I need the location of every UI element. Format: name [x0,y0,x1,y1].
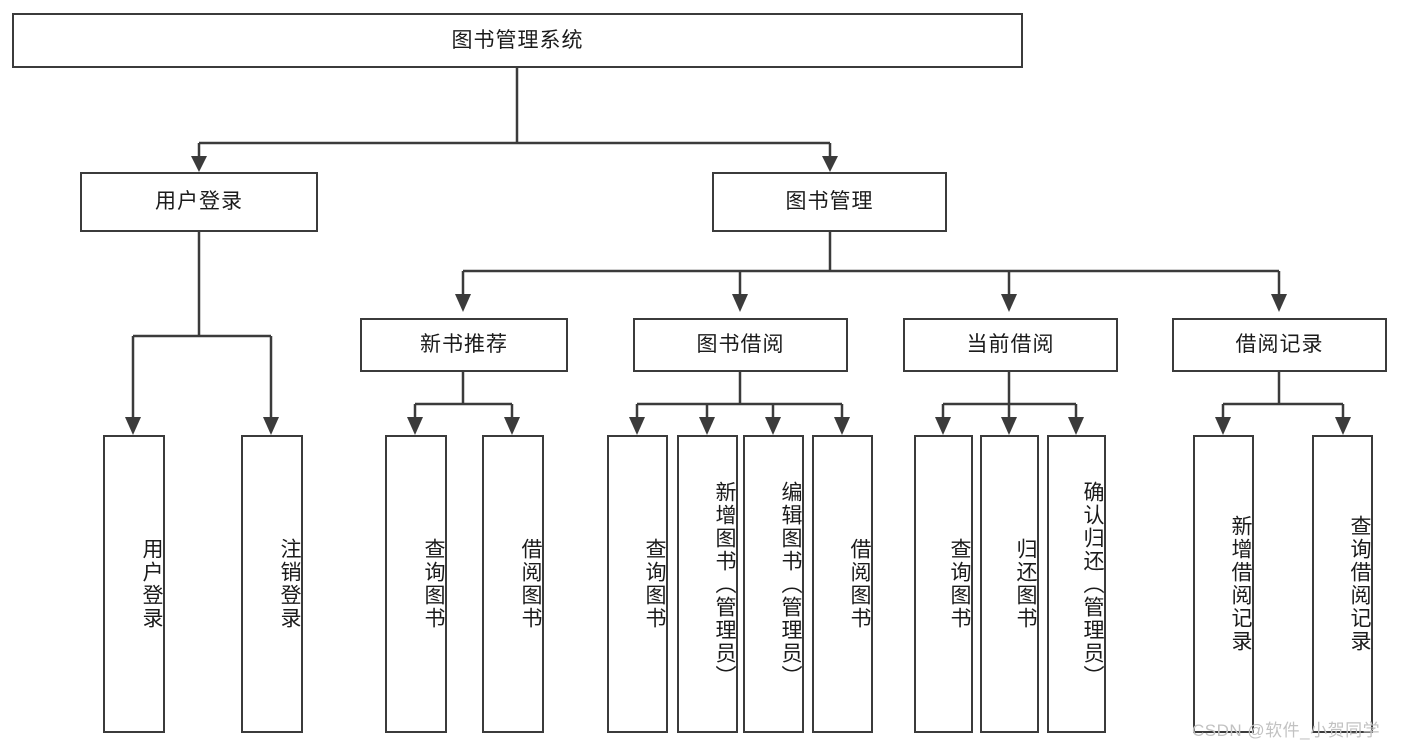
node-label: 图书管理 [785,190,874,214]
node-label: 查询图书 [422,538,445,630]
node-label: 借阅记录 [1235,333,1324,357]
node-label: 注销登录 [278,538,301,630]
leaf-recommend-query-book[interactable]: 查询图书 [385,435,447,733]
watermark: CSDN @软件_小贺同学 [1192,721,1381,740]
node-label: 借阅图书 [848,538,871,630]
leaf-current-confirm-return-admin[interactable]: 确认归还（管理员） [1047,435,1106,733]
node-label: 新增借阅记录 [1229,515,1252,653]
leaf-borrow-edit-book-admin[interactable]: 编辑图书（管理员） [743,435,804,733]
node-label: 编辑图书（管理员） [779,480,802,688]
node-label: 用户登录 [140,538,163,630]
node-label: 图书借阅 [696,333,785,357]
node-borrow-record[interactable]: 借阅记录 [1172,318,1387,372]
node-new-book-recommend[interactable]: 新书推荐 [360,318,568,372]
node-label: 新书推荐 [420,333,508,357]
node-label: 当前借阅 [966,333,1055,357]
node-book-borrow[interactable]: 图书借阅 [633,318,848,372]
leaf-record-query-record[interactable]: 查询借阅记录 [1312,435,1373,733]
leaf-current-query-book[interactable]: 查询图书 [914,435,973,733]
leaf-borrow-add-book-admin[interactable]: 新增图书（管理员） [677,435,738,733]
leaf-current-return-book[interactable]: 归还图书 [980,435,1039,733]
node-label: 用户登录 [155,190,243,214]
node-label: 归还图书 [1014,538,1037,630]
node-label: 新增图书（管理员） [713,480,736,688]
node-label: 查询图书 [948,538,971,630]
node-label: 查询借阅记录 [1348,515,1371,653]
node-label: 借阅图书 [519,538,542,630]
node-label: 查询图书 [643,538,666,630]
node-label: 确认归还（管理员） [1081,480,1104,688]
leaf-user-login-login[interactable]: 用户登录 [103,435,165,733]
leaf-recommend-borrow-book[interactable]: 借阅图书 [482,435,544,733]
node-root-system[interactable]: 图书管理系统 [12,13,1023,68]
leaf-record-add-record[interactable]: 新增借阅记录 [1193,435,1254,733]
node-current-borrow[interactable]: 当前借阅 [903,318,1118,372]
node-user-login[interactable]: 用户登录 [80,172,318,232]
node-label: 图书管理系统 [451,28,584,52]
leaf-user-login-logout[interactable]: 注销登录 [241,435,303,733]
leaf-borrow-query-book[interactable]: 查询图书 [607,435,668,733]
node-book-management[interactable]: 图书管理 [712,172,947,232]
leaf-borrow-borrow-book[interactable]: 借阅图书 [812,435,873,733]
